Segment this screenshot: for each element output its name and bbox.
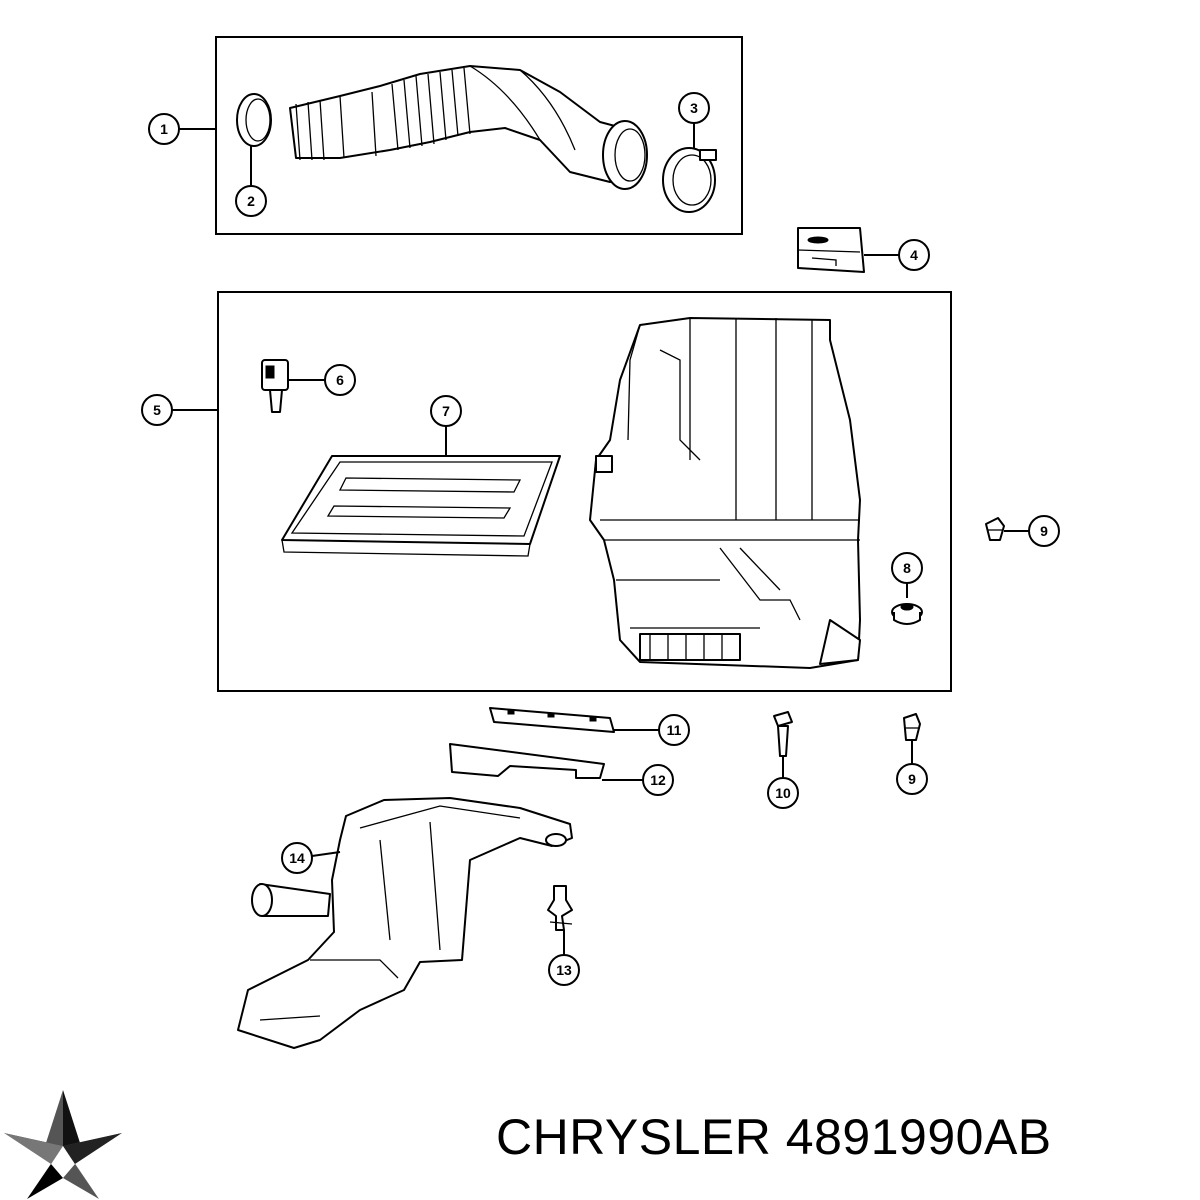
filter-element: [281, 455, 561, 557]
svg-text:4: 4: [910, 247, 918, 263]
grommet-part: [891, 603, 923, 625]
hose-assembly-frame: [215, 36, 743, 235]
svg-text:10: 10: [775, 785, 791, 801]
air-box-housing: [589, 317, 861, 669]
seal-strip-upper: [489, 707, 615, 733]
svg-text:11: 11: [667, 722, 682, 738]
inlet-duct: [237, 797, 573, 1049]
callout-5: 5: [141, 394, 173, 426]
svg-text:5: 5: [153, 402, 161, 418]
callout-2: 2: [235, 185, 267, 217]
callout-6: 6: [324, 364, 356, 396]
svg-text:3: 3: [690, 100, 698, 116]
svg-text:2: 2: [247, 193, 255, 209]
callout-8: 8: [891, 552, 923, 584]
callout-12: 12: [642, 764, 674, 796]
svg-text:6: 6: [336, 372, 344, 388]
svg-text:12: 12: [650, 772, 666, 788]
push-pin-lower: [903, 713, 921, 741]
svg-text:13: 13: [556, 962, 572, 978]
callout-13: 13: [548, 954, 580, 986]
callout-4: 4: [898, 239, 930, 271]
callout-9-lower: 9: [896, 763, 928, 795]
callout-3: 3: [678, 92, 710, 124]
svg-text:9: 9: [908, 771, 916, 787]
callout-7: 7: [430, 395, 462, 427]
bolt-part: [773, 711, 793, 757]
sensor-part: [261, 359, 289, 413]
part-number: 4891990AB: [785, 1109, 1052, 1165]
callout-9-upper: 9: [1028, 515, 1060, 547]
brand-name: CHRYSLER: [496, 1109, 772, 1165]
air-cleaner-frame: [217, 291, 952, 692]
leader-lines: [172, 123, 1029, 955]
callout-11: 11: [658, 714, 690, 746]
svg-text:9: 9: [1040, 523, 1048, 539]
callout-1: 1: [148, 113, 180, 145]
clip-fastener: [547, 885, 573, 931]
svg-text:8: 8: [903, 560, 911, 576]
bracket-part: [797, 227, 865, 273]
svg-text:1: 1: [160, 121, 168, 137]
intake-hose: [236, 65, 717, 213]
push-pin-upper: [985, 517, 1005, 541]
part-caption: CHRYSLER 4891990AB: [496, 1112, 1052, 1162]
callout-10: 10: [767, 777, 799, 809]
callout-14: 14: [281, 842, 313, 874]
svg-text:7: 7: [442, 403, 450, 419]
pentastar-logo-icon: [4, 1090, 122, 1199]
svg-text:14: 14: [289, 850, 305, 866]
seal-strip-lower: [449, 743, 605, 779]
